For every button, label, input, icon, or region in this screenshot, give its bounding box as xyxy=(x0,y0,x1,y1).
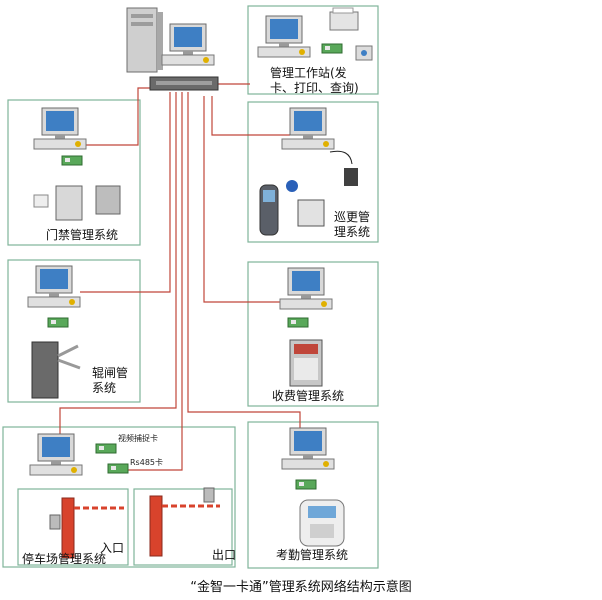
network-hub-icon xyxy=(149,76,219,91)
door-card-icon xyxy=(61,155,83,166)
attendance-system-box xyxy=(247,421,379,569)
charge-pc-icon xyxy=(279,267,333,310)
patrol-label-line2: 理系统 xyxy=(334,225,371,239)
turnstile-icon xyxy=(31,341,81,399)
door-reader-icon xyxy=(33,185,121,221)
door-system-box xyxy=(7,99,141,246)
video-card-label: 视频捕捉卡 xyxy=(118,434,158,443)
mgmt-card-icon xyxy=(321,43,343,54)
pos-terminal-icon xyxy=(289,339,323,387)
server-icon xyxy=(126,7,163,73)
entrance-label: 入口 xyxy=(100,541,125,555)
exit-barrier-icon xyxy=(149,487,220,557)
parking-pc-icon xyxy=(29,433,83,476)
rs485-label: Rs485卡 xyxy=(130,458,163,467)
turnstile-pc-icon xyxy=(27,265,81,308)
attendance-terminal-icon xyxy=(299,499,345,547)
rs485-card-icon xyxy=(107,463,129,474)
parking-label: 停车场管理系统 xyxy=(22,552,107,566)
server-monitor-icon xyxy=(161,23,215,66)
network-lines xyxy=(59,83,301,471)
turnstile-system-box xyxy=(7,259,141,403)
patrol-pc-icon xyxy=(281,107,335,150)
exit-sub-box xyxy=(133,488,233,566)
mgmt-label-line2: 卡、打印、查询) xyxy=(270,81,359,95)
attendance-pc-icon xyxy=(281,427,335,470)
patrol-system-box xyxy=(247,101,379,243)
attendance-card-icon xyxy=(295,479,317,490)
card-reader-icon xyxy=(355,45,373,61)
attendance-label: 考勤管理系统 xyxy=(276,548,349,562)
turnstile-label-line2: 系统 xyxy=(92,381,117,395)
turnstile-card-icon xyxy=(47,317,69,328)
entrance-sub-box xyxy=(17,488,129,566)
door-label: 门禁管理系统 xyxy=(46,228,119,242)
mgmt-workstation-box xyxy=(247,5,379,95)
parking-system-box xyxy=(2,426,236,568)
charge-label: 收费管理系统 xyxy=(272,389,345,403)
exit-label: 出口 xyxy=(212,548,237,562)
turnstile-label-line1: 辊闸管 xyxy=(92,366,129,380)
entrance-barrier-icon xyxy=(49,497,124,559)
video-card-icon xyxy=(95,443,117,454)
charge-card-icon xyxy=(287,317,309,328)
printer-icon xyxy=(329,7,359,31)
door-pc-icon xyxy=(33,107,87,150)
charge-system-box xyxy=(247,261,379,407)
patrol-device-icon xyxy=(259,150,358,236)
mgmt-pc-icon xyxy=(257,15,311,58)
diagram-caption: “金智一卡通”管理系统网络结构示意图 xyxy=(190,580,412,595)
patrol-label-line1: 巡更管 xyxy=(334,210,371,224)
mgmt-label-line1: 管理工作站(发 xyxy=(270,66,347,80)
